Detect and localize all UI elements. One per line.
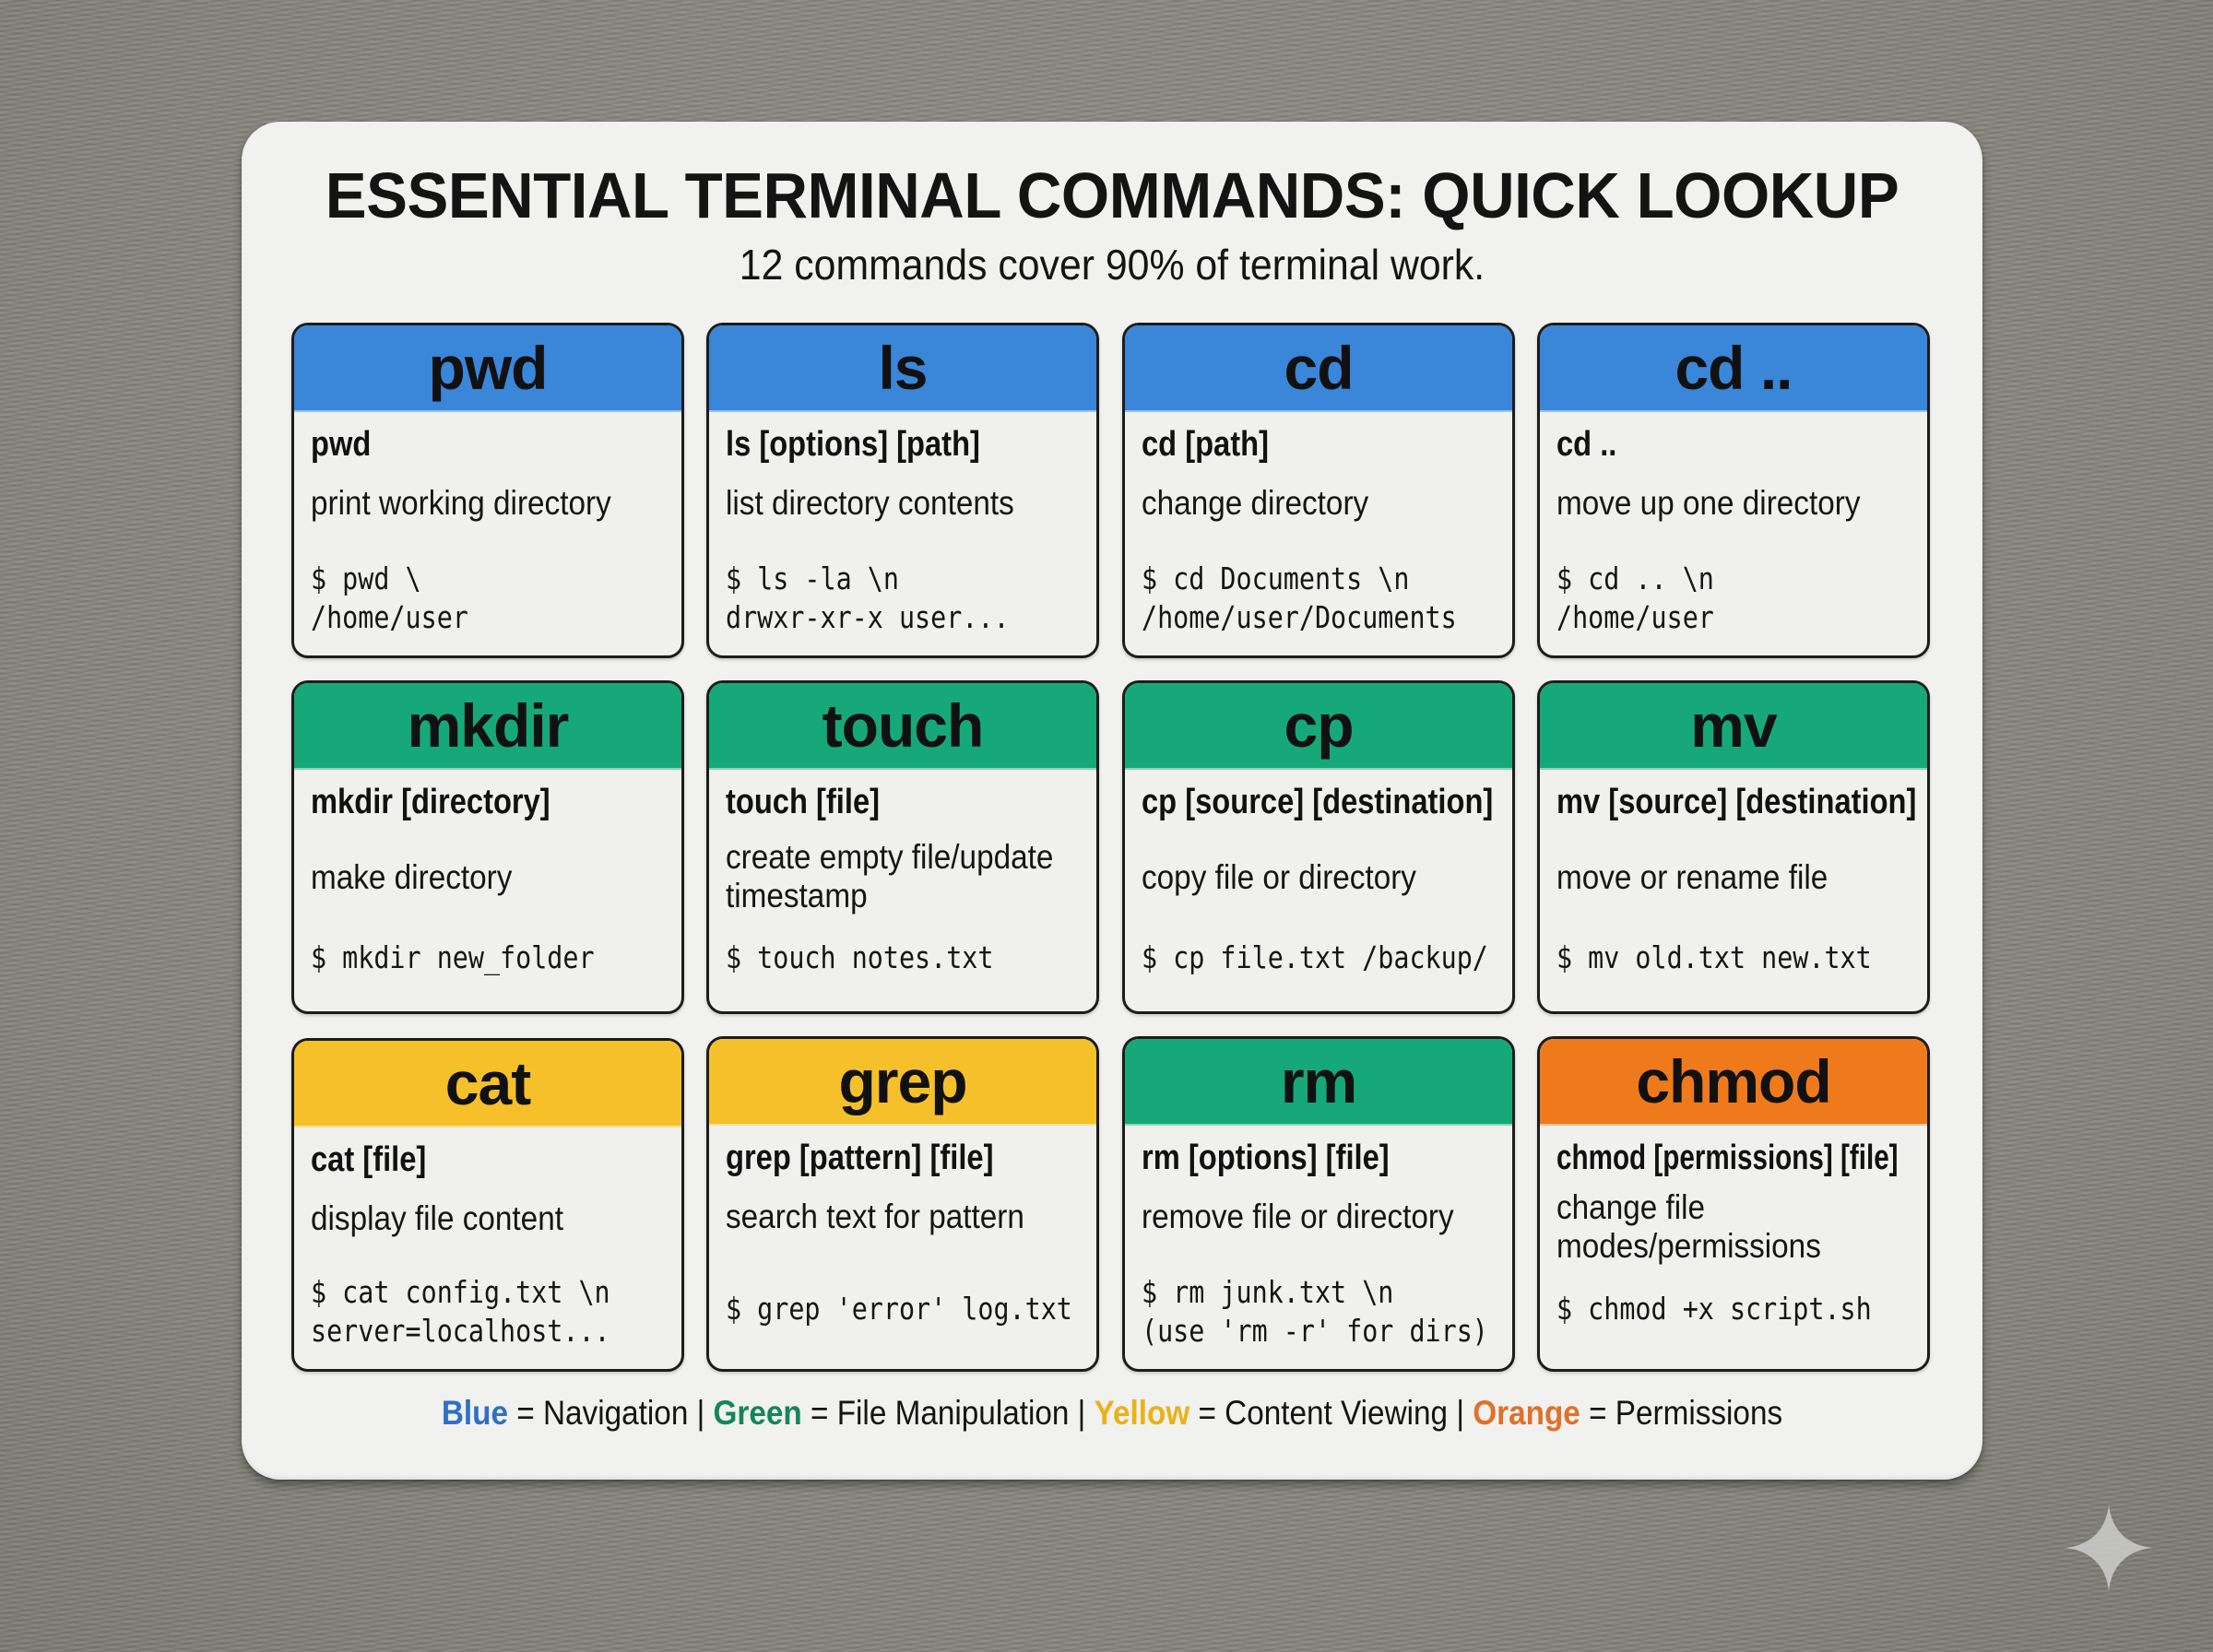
card-example: $ cp file.txt /backup/ [1142, 939, 1488, 975]
command-card-cd-up: cd .. cd .. move up one directory $ cd .… [1537, 323, 1930, 658]
card-description: change file modes/permissions [1556, 1188, 1821, 1265]
card-header: touch [709, 683, 1096, 770]
sparkle-icon [2065, 1504, 2153, 1592]
legend-text-file-manipulation: = File Manipulation | [801, 1394, 1095, 1432]
command-card-cat: cat cat [file] display file content $ ca… [291, 1038, 684, 1372]
card-description: print working directory [311, 484, 611, 522]
legend-text-navigation: = Navigation | [508, 1394, 714, 1432]
card-description: move up one directory [1556, 484, 1861, 522]
card-header: grep [709, 1039, 1096, 1126]
card-example: $ mv old.txt new.txt [1556, 939, 1872, 975]
card-header: mv [1540, 683, 1927, 770]
command-card-cp: cp cp [source] [destination] copy file o… [1122, 680, 1515, 1014]
command-card-rm: rm rm [options] [file] remove file or di… [1122, 1036, 1515, 1372]
card-syntax: mv [source] [destination] [1556, 783, 1917, 821]
card-example: $ touch notes.txt [726, 939, 994, 975]
card-syntax: cat [file] [311, 1140, 427, 1179]
card-header: cd .. [1540, 325, 1927, 412]
card-header: ls [709, 325, 1096, 412]
cheat-sheet-mat: ESSENTIAL TERMINAL COMMANDS: QUICK LOOKU… [242, 122, 1982, 1480]
card-header: pwd [294, 325, 681, 412]
legend-key-blue: Blue [441, 1394, 509, 1432]
card-description: remove file or directory [1142, 1198, 1454, 1235]
card-header: chmod [1540, 1039, 1927, 1126]
color-legend: Blue = Navigation | Green = File Manipul… [328, 1394, 1895, 1433]
card-example: $ rm junk.txt \n (use 'rm -r' for dirs) [1142, 1274, 1488, 1349]
card-example: $ ls -la \n drwxr-xr-x user... [726, 560, 1010, 635]
card-description: search text for pattern [726, 1198, 1024, 1235]
page-title: ESSENTIAL TERMINAL COMMANDS: QUICK LOOKU… [325, 159, 1899, 231]
card-header: mkdir [294, 683, 681, 770]
card-syntax: rm [options] [file] [1142, 1139, 1390, 1177]
card-example: $ cat config.txt \n server=localhost... [311, 1274, 610, 1349]
card-example: $ mkdir new_folder [311, 939, 595, 975]
card-header: cd [1125, 325, 1512, 412]
command-card-mkdir: mkdir mkdir [directory] make directory $… [291, 680, 684, 1014]
card-description: change directory [1142, 484, 1369, 522]
card-syntax: cp [source] [destination] [1142, 783, 1494, 821]
card-description: list directory contents [726, 484, 1014, 522]
card-example: $ chmod +x script.sh [1556, 1291, 1872, 1327]
card-header: cat [294, 1041, 681, 1127]
card-syntax: cd [path] [1142, 425, 1269, 464]
legend-key-yellow: Yellow [1094, 1394, 1190, 1432]
command-card-touch: touch touch [file] create empty file/upd… [706, 680, 1099, 1014]
card-header: rm [1125, 1039, 1512, 1126]
card-description: display file content [311, 1199, 563, 1237]
legend-text-content-viewing: = Content Viewing | [1189, 1394, 1473, 1432]
card-description: create empty file/update timestamp [726, 838, 1054, 914]
card-description: copy file or directory [1142, 858, 1416, 896]
command-card-pwd: pwd pwd print working directory $ pwd \ … [291, 323, 684, 658]
card-syntax: touch [file] [726, 783, 881, 821]
command-card-mv: mv mv [source] [destination] move or ren… [1537, 680, 1930, 1014]
card-syntax: pwd [311, 425, 372, 464]
page-subtitle: 12 commands cover 90% of terminal work. [739, 241, 1485, 289]
card-syntax: grep [pattern] [file] [726, 1139, 994, 1177]
command-card-ls: ls ls [options] [path] list directory co… [706, 323, 1099, 658]
legend-text-permissions: = Permissions [1580, 1394, 1783, 1432]
card-description: move or rename file [1556, 858, 1828, 896]
card-header: cp [1125, 683, 1512, 770]
card-syntax: chmod [permissions] [file] [1556, 1139, 1899, 1177]
card-syntax: mkdir [directory] [311, 783, 550, 821]
card-example: $ cd Documents \n /home/user/Documents [1142, 560, 1457, 635]
legend-key-green: Green [713, 1394, 802, 1432]
card-example: $ grep 'error' log.txt [726, 1291, 1072, 1327]
card-description: make directory [311, 858, 513, 896]
legend-key-orange: Orange [1473, 1394, 1580, 1432]
card-example: $ pwd \ /home/user [311, 560, 468, 635]
card-syntax: ls [options] [path] [726, 425, 980, 464]
card-syntax: cd .. [1556, 425, 1617, 464]
command-card-grep: grep grep [pattern] [file] search text f… [706, 1036, 1099, 1372]
command-card-cd: cd cd [path] change directory $ cd Docum… [1122, 323, 1515, 658]
command-card-chmod: chmod chmod [permissions] [file] change … [1537, 1036, 1930, 1372]
card-example: $ cd .. \n /home/user [1556, 560, 1714, 635]
